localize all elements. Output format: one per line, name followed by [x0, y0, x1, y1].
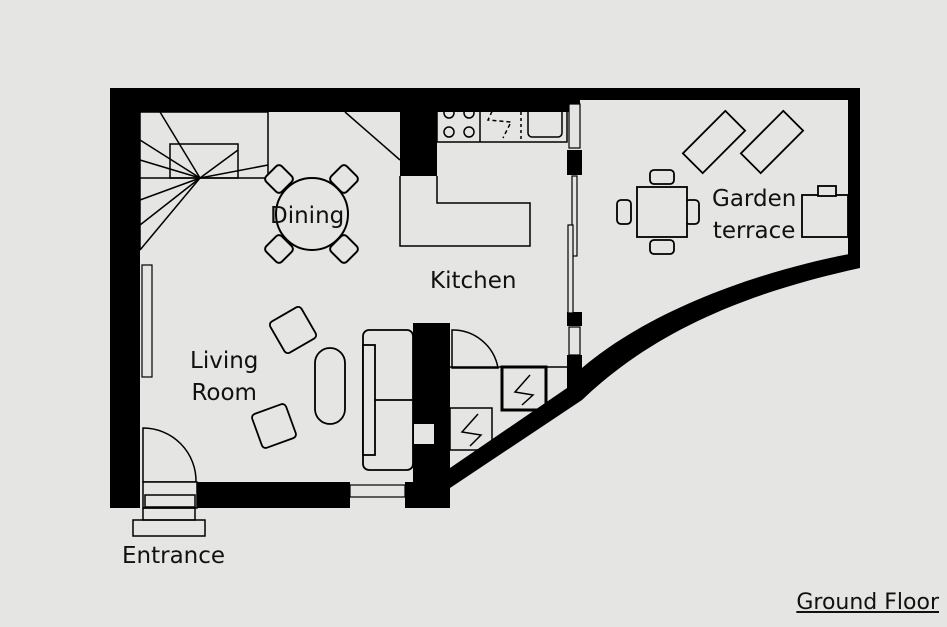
kitchen-counter [399, 99, 568, 247]
dining-table [264, 164, 359, 264]
room-label-garden-line2: terrace [712, 218, 796, 244]
room-label-living-line2: Room [191, 380, 257, 406]
room-label-dining: Dining [270, 203, 345, 229]
room-label-living-line1: Living [190, 348, 259, 374]
floor-title: Ground Floor [796, 590, 939, 615]
room-label-garden: Garden terrace [712, 183, 796, 247]
staircase [139, 111, 401, 251]
room-label-garden-line1: Garden [712, 186, 797, 212]
room-label-living: Living Room [190, 345, 258, 409]
room-label-entrance: Entrance [122, 543, 226, 569]
entrance-door [132, 427, 206, 537]
utility-area [449, 329, 567, 451]
room-label-kitchen: Kitchen [430, 268, 517, 294]
garden-furniture [616, 109, 849, 255]
living-furniture [251, 305, 414, 471]
